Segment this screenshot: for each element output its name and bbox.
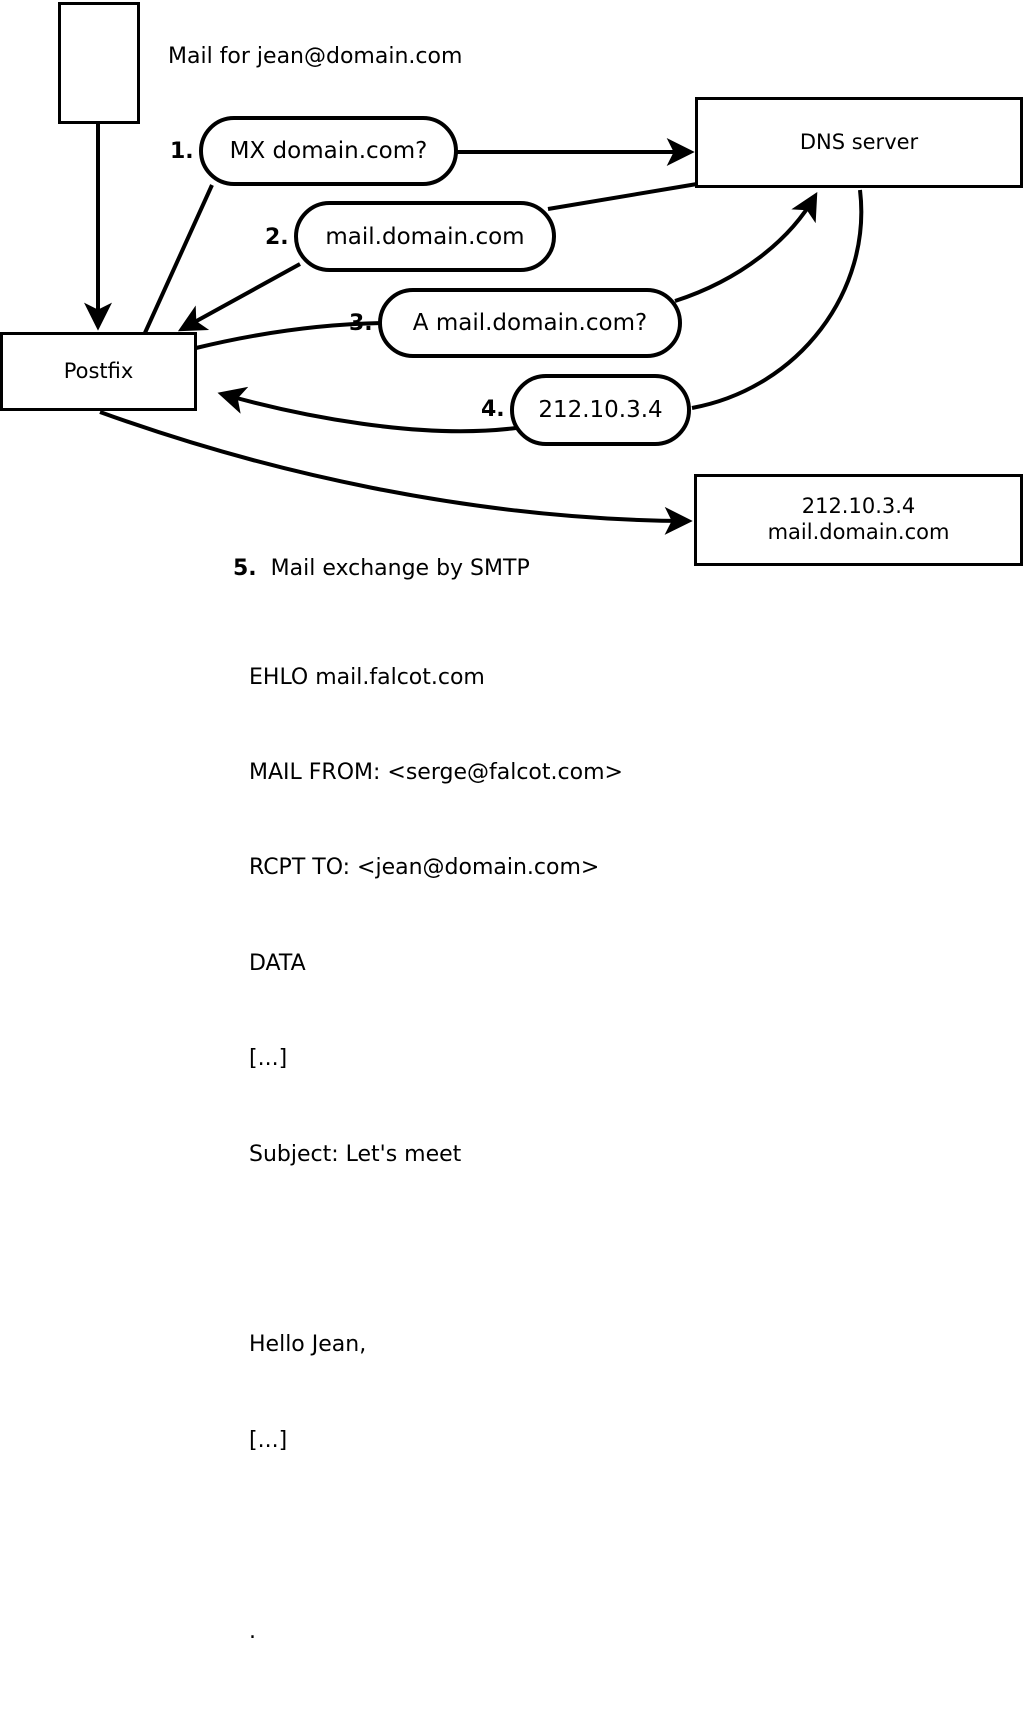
step-5-row: 5. Mail exchange by SMTP <box>205 531 530 606</box>
step-1-number: 1. <box>170 139 194 164</box>
smtp-line-blank <box>249 1520 623 1552</box>
step-2-number: 2. <box>265 225 289 250</box>
postfix-box[interactable]: Postfix <box>0 332 197 411</box>
step-1-pill[interactable]: MX domain.com? <box>199 116 458 186</box>
step-1-label: MX domain.com? <box>229 138 428 164</box>
smtp-line: [...] <box>249 1046 288 1072</box>
edge-step4-to-postfix <box>217 386 517 434</box>
step-5-number: 5. <box>232 556 257 581</box>
smtp-line: [...] <box>249 1427 288 1453</box>
step-3-pill[interactable]: A mail.domain.com? <box>378 288 682 358</box>
edge-step2-to-postfix <box>177 262 301 332</box>
target-server-hostname: mail.domain.com <box>767 520 950 544</box>
diagram-canvas: Postfix DNS server 212.10.3.4 mail.domai… <box>0 2 1023 1644</box>
step-4-pill[interactable]: 212.10.3.4 <box>510 374 691 446</box>
smtp-line: Subject: Let's meet <box>249 1141 462 1167</box>
smtp-line: EHLO mail.falcot.com <box>249 664 485 690</box>
step-5-spacer <box>257 556 271 581</box>
step-4-label: 212.10.3.4 <box>538 397 663 423</box>
smtp-transcript: EHLO mail.falcot.com MAIL FROM: <serge@f… <box>249 598 623 1711</box>
smtp-line-blank <box>249 1234 623 1266</box>
target-mail-server-box[interactable]: 212.10.3.4 mail.domain.com <box>694 474 1023 566</box>
client-box[interactable] <box>58 2 140 124</box>
step-2-pill[interactable]: mail.domain.com <box>294 201 556 272</box>
edge-postfix-to-step1 <box>142 184 214 336</box>
smtp-line: RCPT TO: <jean@domain.com> <box>249 855 600 881</box>
edge-dns-to-step2 <box>547 182 698 211</box>
step-3-number: 3. <box>349 311 373 336</box>
step-2-label: mail.domain.com <box>325 223 525 250</box>
smtp-line: . <box>249 1618 256 1644</box>
edge-step3-to-dns <box>674 191 818 303</box>
target-server-ip: 212.10.3.4 <box>801 494 916 519</box>
step-5-label: Mail exchange by SMTP <box>270 556 530 581</box>
smtp-line: DATA <box>249 950 306 976</box>
smtp-line: MAIL FROM: <serge@falcot.com> <box>249 759 623 785</box>
step-4-number: 4. <box>481 397 505 422</box>
smtp-line: Hello Jean, <box>249 1332 367 1358</box>
dns-server-label: DNS server <box>799 129 919 154</box>
step-3-label: A mail.domain.com? <box>412 310 648 336</box>
mail-for-note: Mail for jean@domain.com <box>168 44 463 69</box>
edge-dns-to-step4 <box>691 189 864 410</box>
dns-server-box[interactable]: DNS server <box>695 97 1023 188</box>
postfix-label: Postfix <box>63 358 134 383</box>
